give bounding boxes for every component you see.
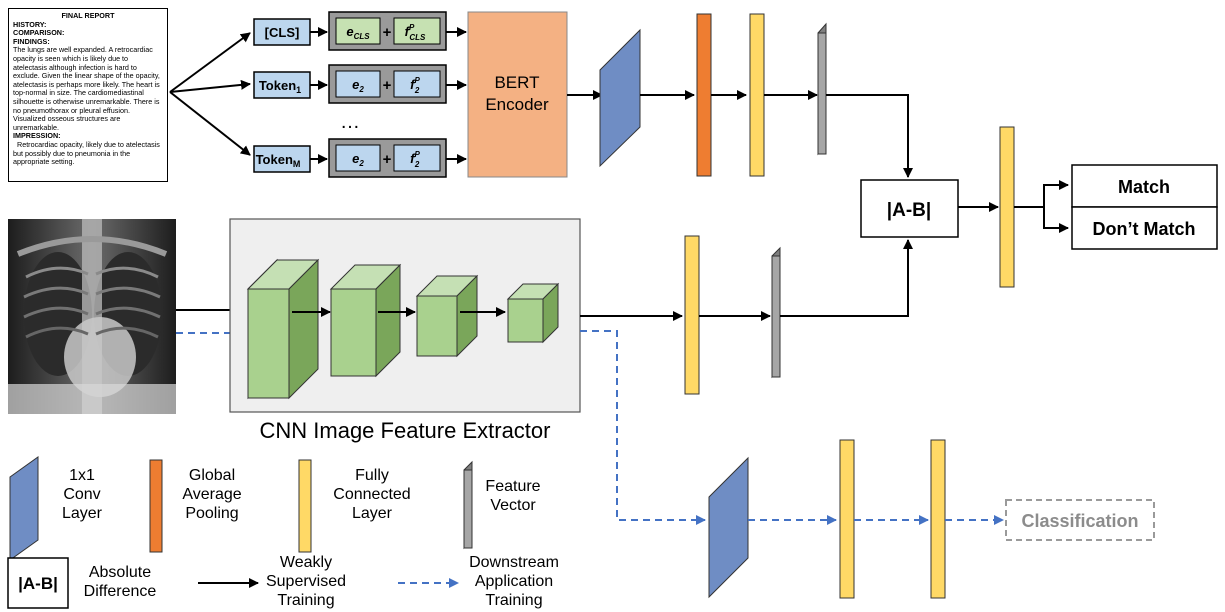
cnn-block-4 <box>506 282 560 344</box>
chest-xray-image <box>8 219 176 414</box>
svg-text:+: + <box>383 77 392 94</box>
report-findings-label: FINDINGS: <box>13 36 50 46</box>
token-m: TokenM <box>253 145 311 173</box>
legend-abs-box: |A-B| <box>7 557 69 609</box>
report-history: HISTORY: <box>13 19 47 29</box>
radiology-report: FINAL REPORT HISTORY: COMPARISON: FINDIN… <box>8 8 168 182</box>
svg-text:TokenM: TokenM <box>256 152 301 169</box>
legend-gap-shape <box>149 459 163 553</box>
text-fc-layer <box>749 13 765 177</box>
abs-diff-box: |A-B| <box>860 179 959 238</box>
svg-text:fP2: fP2 <box>410 76 420 95</box>
cnn-block-3 <box>415 274 479 358</box>
svg-text:BERT: BERT <box>494 73 539 92</box>
image-fc-layer <box>684 235 700 395</box>
token-cls: [CLS] <box>253 18 311 46</box>
cnn-title: CNN Image Feature Extractor <box>259 418 551 443</box>
downstream-fc-layer-1 <box>839 439 855 599</box>
token-ellipsis: … <box>340 111 360 133</box>
downstream-conv-layer <box>708 456 749 599</box>
legend-fv-shape <box>463 460 473 550</box>
svg-text:[CLS]: [CLS] <box>265 25 300 40</box>
output-dont-match: Don’t Match <box>1071 206 1218 250</box>
svg-text:Don’t Match: Don’t Match <box>1093 219 1196 239</box>
downstream-fc-layer-2 <box>930 439 946 599</box>
svg-text:e2: e2 <box>352 151 364 168</box>
svg-text:eCLS: eCLS <box>346 24 370 41</box>
svg-text:|A-B|: |A-B| <box>18 574 58 593</box>
downstream-dashed-path <box>580 330 706 525</box>
report-findings-text: The lungs are well expanded. A retrocard… <box>13 45 160 132</box>
svg-text:Classification: Classification <box>1021 511 1138 531</box>
cnn-block-2 <box>329 263 402 378</box>
final-fc-layer <box>999 126 1015 288</box>
token-to-embedding-arrows <box>310 27 328 164</box>
svg-text:+: + <box>383 151 392 168</box>
svg-text:Match: Match <box>1118 177 1170 197</box>
svg-text:e2: e2 <box>352 77 364 94</box>
embedding-to-bert-arrows <box>446 27 467 164</box>
report-title: FINAL REPORT <box>61 11 115 20</box>
output-arrows <box>1014 180 1069 233</box>
legend-conv-shape <box>9 456 39 561</box>
report-to-token-arrows <box>169 32 251 156</box>
cnn-block-1 <box>246 258 320 400</box>
text-conv-layer <box>599 28 641 168</box>
svg-text:Encoder: Encoder <box>485 95 549 114</box>
output-match: Match <box>1071 164 1218 208</box>
svg-text:fP2: fP2 <box>410 150 420 169</box>
svg-text:|A-B|: |A-B| <box>887 200 931 221</box>
text-to-diff-arrow <box>826 94 913 178</box>
svg-text:+: + <box>383 24 392 41</box>
image-to-diff-arrow <box>780 239 913 317</box>
classification-box: Classification <box>1005 499 1155 541</box>
image-feature-vector <box>771 246 781 379</box>
text-gap-layer <box>696 13 712 177</box>
report-comparison: COMPARISON: <box>13 28 65 38</box>
token-1: Token1 <box>253 71 311 99</box>
text-feature-vector <box>817 22 827 156</box>
legend-fc-shape <box>298 459 312 553</box>
svg-text:Token1: Token1 <box>259 78 301 95</box>
report-impression-text: Retrocardiac opacity, likely due to atel… <box>13 139 160 167</box>
report-impression-label: IMPRESSION: <box>13 131 61 141</box>
bert-encoder: BERT Encoder <box>467 11 568 178</box>
